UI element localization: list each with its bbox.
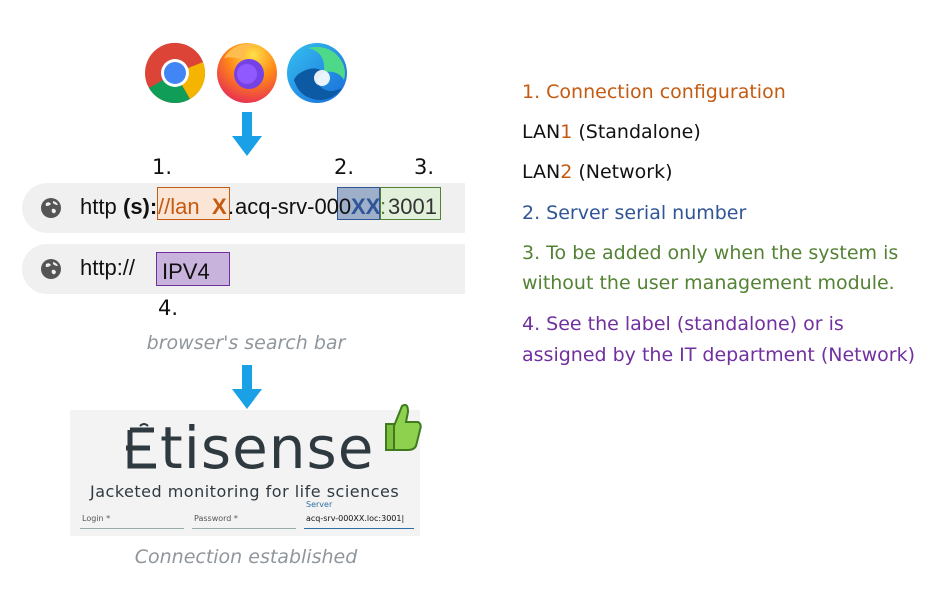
caption-connection-established: Connection established	[134, 546, 358, 568]
search-bar-url-1[interactable]: http (s): //lan X . acq-srv-000 XX : 300…	[22, 183, 465, 233]
etisense-tagline: Jacketed monitoring for life sciences	[90, 482, 400, 501]
step-2-label: 2.	[334, 155, 355, 179]
legend-lan2-prefix: LAN	[522, 161, 561, 183]
down-arrow-icon	[232, 365, 262, 409]
step-1-label: 1.	[152, 155, 173, 179]
url-port: 3001	[388, 194, 437, 219]
port-highlight-box	[380, 187, 441, 220]
globe-icon	[41, 198, 61, 218]
url-slashes-lan: //lan	[158, 194, 200, 219]
legend-lan2-number: 2	[560, 161, 573, 183]
legend-lan1-number: 1	[560, 121, 573, 143]
password-label: Password *	[194, 514, 238, 523]
url2-ipv4: IPV4	[162, 259, 210, 284]
login-label: Login *	[82, 514, 111, 523]
edge-icon	[287, 43, 347, 103]
chrome-icon	[145, 42, 206, 104]
url-serial-xx: XX	[351, 194, 381, 219]
login-field[interactable]	[80, 528, 184, 529]
firefox-icon	[217, 43, 277, 103]
search-bar-url-2[interactable]: http:// IPV4	[22, 244, 465, 294]
legend-item-4-line-1: 4. See the label (standalone) or is	[522, 313, 844, 335]
url-dot: .	[228, 194, 235, 219]
legend-item-2: 2. Server serial number	[522, 202, 747, 224]
legend-lan2: LAN2 (Network)	[522, 161, 673, 183]
legend-item-1: 1. Connection configuration	[522, 81, 786, 103]
etisense-login-screen: tisense Jacketed monitoring for life sci…	[70, 403, 422, 536]
etisense-logo: tisense	[160, 414, 375, 482]
legend-item-3-line-1: 3. To be added only when the system is	[522, 242, 899, 264]
caption-search-bar: browser's search bar	[146, 332, 346, 354]
server-field[interactable]	[304, 528, 414, 529]
password-field[interactable]	[192, 528, 296, 529]
url-http: http	[80, 194, 117, 219]
legend-lan1-prefix: LAN	[522, 121, 561, 143]
step-4-label: 4.	[158, 296, 179, 320]
url-host: acq-srv-000	[235, 194, 352, 219]
server-label: Server	[306, 500, 333, 509]
legend-item-3-line-2: without the user management module.	[522, 272, 895, 294]
lan-highlight-box	[157, 187, 230, 220]
legend-lan1-suffix: (Standalone)	[572, 121, 701, 143]
url-colon: :	[380, 194, 387, 219]
legend-lan1: LAN1 (Standalone)	[522, 121, 701, 143]
url-s-part: (s):	[123, 194, 158, 219]
etisense-e-icon	[126, 423, 156, 469]
url2-prefix: http://	[80, 255, 136, 280]
step-3-label: 3.	[414, 155, 435, 179]
down-arrow-icon	[232, 112, 262, 156]
server-field-value[interactable]: acq-srv-000XX.loc:3001|	[306, 514, 405, 523]
serial-highlight-box	[337, 187, 380, 220]
url-lan-x: X	[212, 194, 227, 219]
legend-lan2-suffix: (Network)	[572, 161, 673, 183]
thumbs-up-icon	[385, 403, 422, 451]
globe-icon	[41, 259, 61, 279]
legend-item-4-line-2: assigned by the IT department (Network)	[522, 344, 916, 366]
ipv4-highlight-box	[156, 252, 230, 286]
